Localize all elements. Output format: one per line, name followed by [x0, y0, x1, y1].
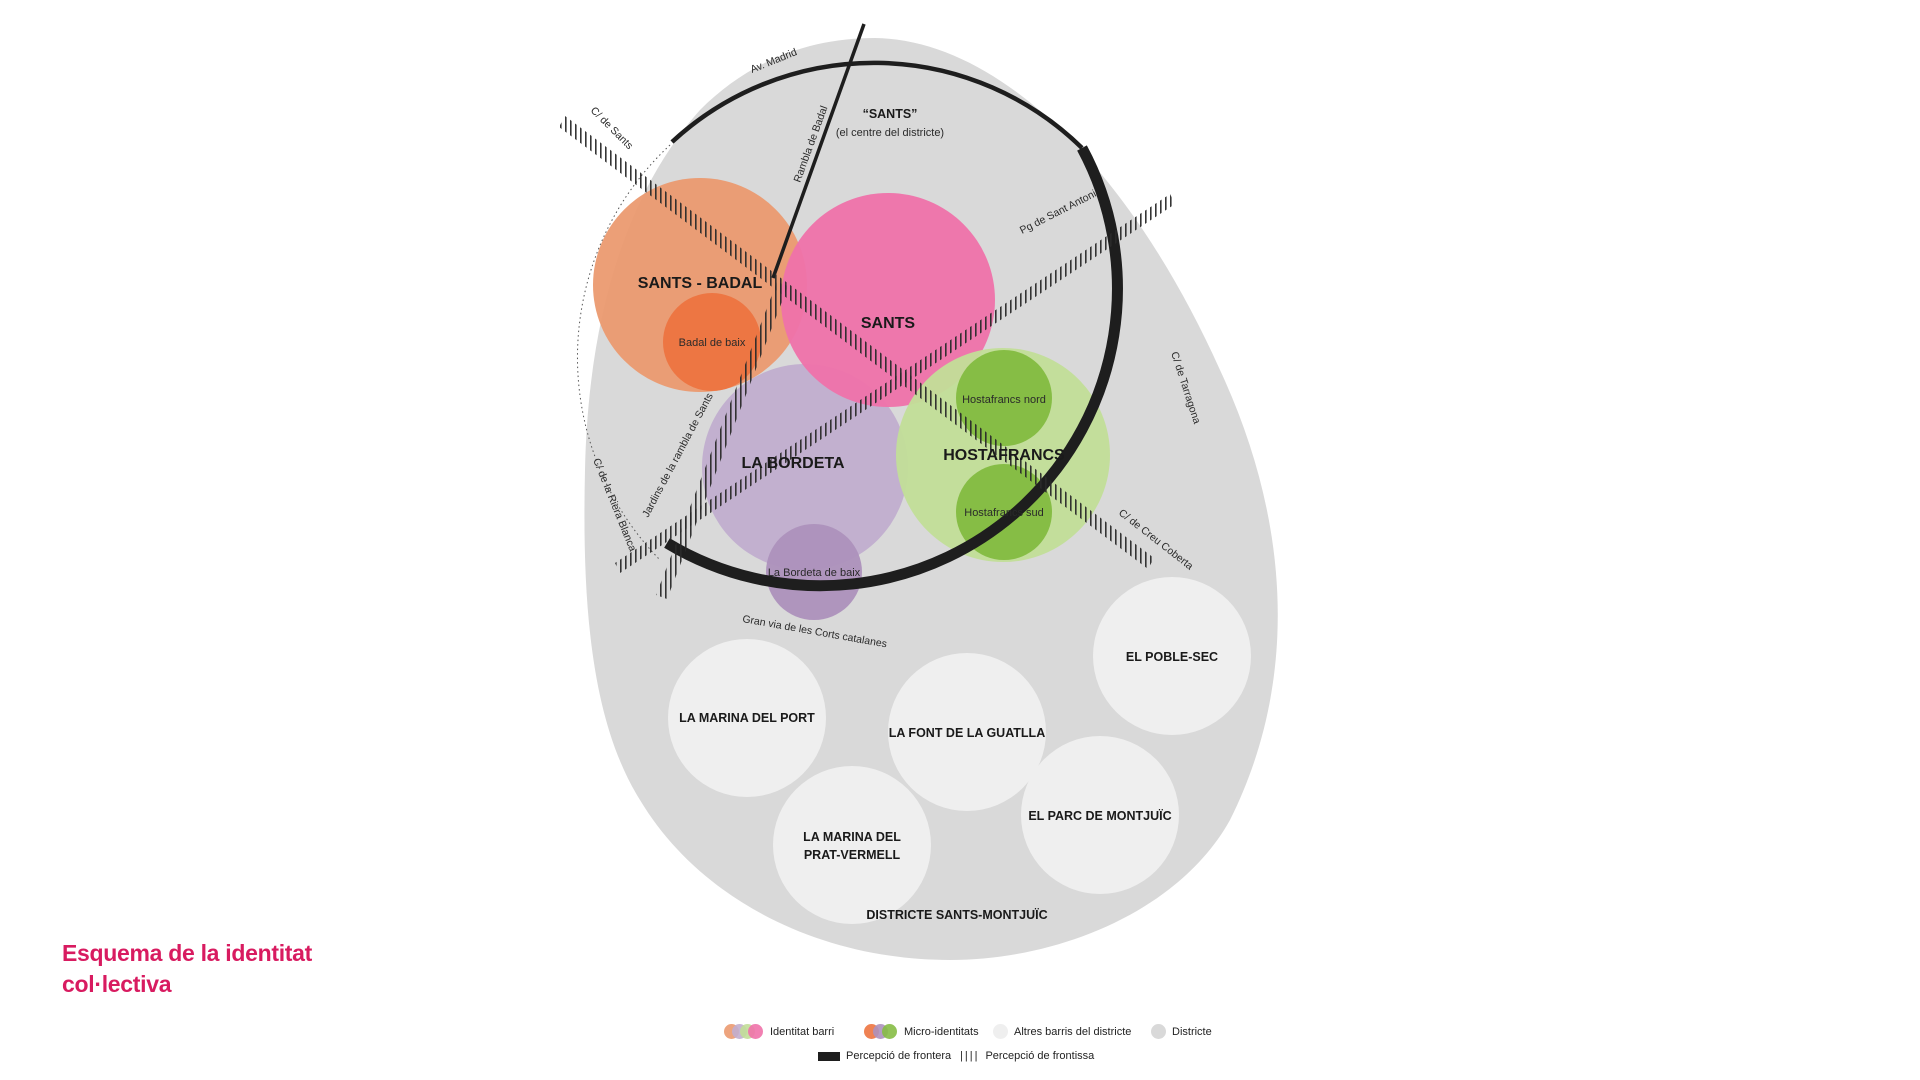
dotted-boundary [576, 144, 671, 561]
legend-altres-swatch [993, 1024, 1008, 1039]
legend-micro-label: Micro-identitats [904, 1025, 979, 1038]
label-badal-de-baix: Badal de baix [679, 337, 746, 349]
legend-micro-swatch [864, 1024, 898, 1039]
barri-poble-sec [1093, 577, 1251, 735]
label-centre-title: “SANTS” [863, 107, 918, 121]
hinge-pg-sant-antoni [615, 194, 1175, 573]
legend-districte-swatch [1151, 1024, 1166, 1039]
micro-badal-de-baix [663, 293, 761, 391]
legend-frontera-swatch [818, 1051, 840, 1061]
label-parc-montjuic: EL PARC DE MONTJUÏC [1028, 808, 1171, 823]
diagram-title: Esquema de la identitat col·lectiva [62, 938, 312, 1000]
legend-identitat-label: Identitat barri [770, 1025, 835, 1038]
legend-frontera: Percepció de frontera [818, 1050, 951, 1062]
street-rambla-badal [771, 23, 866, 279]
label-sants: SANTS [861, 315, 916, 332]
label-district: DISTRICTE SANTS-MONTJUÏC [866, 907, 1047, 922]
barri-marina-port [668, 639, 826, 797]
legend-districte: Districte [1151, 1024, 1212, 1039]
legend-districte-label: Districte [1172, 1025, 1212, 1038]
barri-parc-montjuic [1021, 736, 1179, 894]
label-centre-subtitle: (el centre del districte) [836, 127, 944, 139]
barri-font-guatlla [888, 653, 1046, 811]
frontier-tarragona-granvia [664, 145, 1123, 592]
legend-identitat-swatch [724, 1024, 764, 1039]
label-sants-badal: SANTS - BADAL [638, 275, 763, 292]
legend-frontissa-label: Percepció de frontissa [985, 1050, 1095, 1062]
title-line-2: col·lectiva [62, 971, 172, 997]
label-marina-port: LA MARINA DEL PORT [679, 711, 815, 725]
label-poble-sec: EL POBLE-SEC [1126, 650, 1218, 664]
legend-frontera-label: Percepció de frontera [846, 1050, 952, 1062]
legend-micro-identitats: Micro-identitats [864, 1024, 979, 1039]
micro-hostafrancs-nord [956, 350, 1052, 446]
label-la-bordeta: LA BORDETA [741, 455, 845, 472]
legend-frontissa: |||| Percepció de frontissa [960, 1050, 1094, 1062]
label-hostafrancs-sud: Hostafrancs sud [964, 507, 1043, 519]
legend-altres-label: Altres barris del districte [1014, 1025, 1132, 1038]
hinge-riera-blanca [656, 282, 788, 599]
legend-frontissa-swatch: |||| [960, 1050, 980, 1062]
title-line-1: Esquema de la identitat [62, 940, 312, 966]
legend-altres-barris: Altres barris del districte [993, 1024, 1131, 1039]
label-marina-prat-1: LA MARINA DEL [803, 830, 901, 844]
barri-marina-prat-vermell [773, 766, 931, 924]
micro-la-bordeta-de-baix [766, 524, 862, 620]
frontier-av-madrid [670, 60, 1084, 150]
label-marina-prat-2: PRAT-VERMELL [804, 848, 901, 862]
legend-identitat-barri: Identitat barri [724, 1024, 834, 1039]
label-hostafrancs: HOSTAFRANCS [943, 447, 1065, 464]
label-la-bordeta-de-baix: La Bordeta de baix [768, 567, 861, 579]
label-font-guatlla: LA FONT DE LA GUATLLA [889, 726, 1045, 740]
hinge-c-sants [559, 116, 1154, 569]
label-hostafrancs-nord: Hostafrancs nord [962, 394, 1046, 406]
